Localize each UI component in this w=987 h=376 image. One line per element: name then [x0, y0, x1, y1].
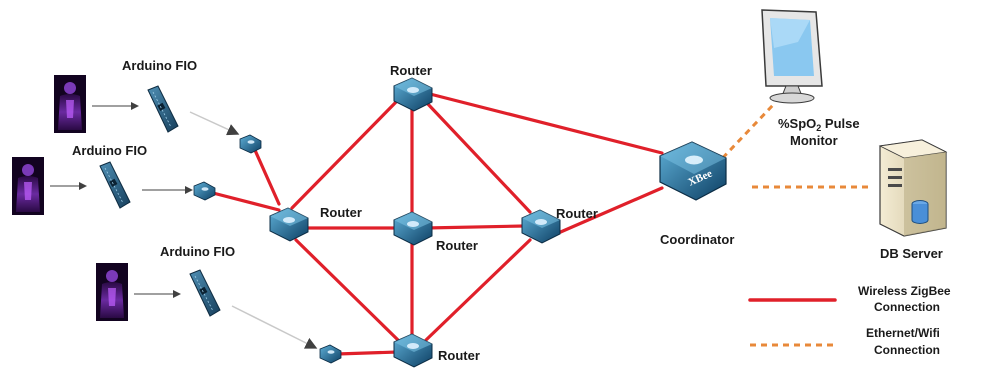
monitor-label-suffix: Pulse	[821, 116, 859, 131]
arduino-fio-board-1	[147, 85, 179, 133]
legend-wireless-line2: Connection	[874, 300, 940, 314]
db-server-label: DB Server	[880, 246, 943, 261]
arduino-fio-label-1: Arduino FIO	[122, 58, 197, 73]
router-center-label: Router	[436, 238, 478, 253]
patient-3	[96, 263, 128, 321]
legend-ethernet-line2: Connection	[874, 343, 940, 357]
ethernet-connections	[713, 103, 870, 189]
router-left	[269, 207, 309, 242]
db-server-icon	[878, 139, 948, 237]
arduino-fio-label-3: Arduino FIO	[160, 244, 235, 259]
link-right-bottom	[424, 238, 532, 342]
monitor-label-line1: %SpO2 Pulse	[778, 116, 860, 133]
coordinator-xbee: XBee	[659, 141, 727, 201]
legend-ethernet-line1: Ethernet/Wifi	[866, 326, 940, 340]
router-top	[393, 77, 433, 112]
link-end3-router-bottom	[335, 350, 400, 356]
monitor-label-subscript: 2	[816, 123, 821, 133]
router-bottom-label: Router	[438, 348, 480, 363]
wireless-connections	[211, 92, 664, 356]
patient-2	[12, 157, 44, 215]
router-top-label: Router	[390, 63, 432, 78]
link-left-bottom	[294, 238, 400, 342]
router-center	[393, 211, 433, 246]
link-coordinator-monitor	[713, 103, 775, 168]
link-top-coordinator	[428, 92, 664, 155]
monitor-label-prefix: %SpO	[778, 116, 816, 131]
coordinator-label: Coordinator	[660, 232, 734, 247]
arrow-board1-xbee	[189, 111, 240, 136]
router-right-label: Router	[556, 206, 598, 221]
router-left-label: Router	[320, 205, 362, 220]
legend: Wireless ZigBee Connection Ethernet/Wifi…	[748, 284, 951, 357]
patient-1	[54, 75, 86, 133]
end-device-xbee-2	[193, 181, 216, 201]
arduino-fio-board-2	[99, 161, 131, 209]
link-end2-router-left	[211, 191, 281, 212]
link-center-right	[424, 224, 526, 230]
arduino-fio-label-2: Arduino FIO	[72, 143, 147, 158]
router-right	[521, 209, 561, 244]
monitor-icon	[761, 9, 823, 104]
legend-wireless-line1: Wireless ZigBee	[858, 284, 951, 298]
link-right-coordinator	[554, 186, 664, 236]
monitor-label-line2: Monitor	[790, 133, 838, 148]
arrow-board3-xbee	[231, 305, 318, 349]
link-top-right	[424, 100, 532, 214]
end-device-xbee-3	[319, 344, 342, 364]
arduino-fio-board-3	[189, 269, 221, 317]
end-device-xbee-1	[239, 134, 262, 154]
link-top-left	[290, 98, 400, 210]
